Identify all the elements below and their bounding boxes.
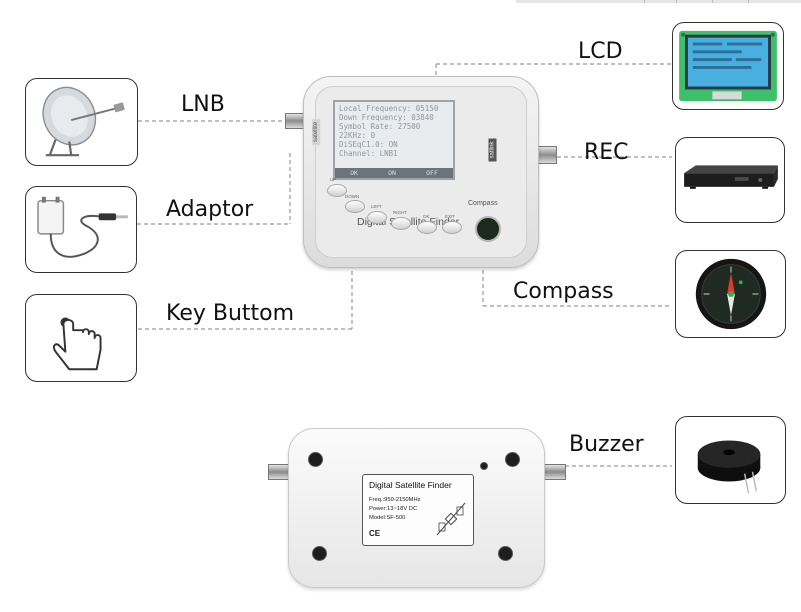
ce-mark: CE — [369, 529, 381, 538]
side-brand-label: satellite — [312, 118, 321, 146]
lcd-bar-item: ON — [388, 169, 396, 177]
exit-button[interactable] — [442, 221, 462, 234]
receiver-box-icon — [684, 165, 778, 189]
lcd-module-box — [672, 22, 784, 110]
rear-freq: Freq.:950-2150MHz — [369, 497, 421, 503]
rear-spec-label: Digital Satellite Finder Freq.:950-2150M… — [362, 474, 474, 546]
buzzer-box — [675, 416, 786, 504]
up-button[interactable] — [327, 184, 347, 197]
lcd-bar-item: OFF — [426, 169, 438, 177]
lnb-dish-box — [25, 78, 138, 166]
screw-bottom-left — [312, 546, 327, 561]
lcd-line: 22KHz: 0 — [339, 131, 376, 140]
top-edge-strip — [516, 0, 801, 3]
label-key-button: Key Buttom — [166, 301, 295, 326]
right-button[interactable] — [391, 217, 411, 230]
lcd-line: Channel: LNB1 — [339, 149, 398, 158]
rear-model: Model:SF-500 — [369, 515, 406, 521]
button-label-left: LEFT — [371, 204, 383, 209]
buzzer-hole — [480, 462, 488, 470]
screw-top-left — [308, 452, 323, 467]
key-button-box — [25, 294, 137, 382]
device-compass-label: Compass — [468, 200, 498, 207]
power-adaptor-icon — [37, 196, 128, 258]
receiver-box — [675, 137, 785, 223]
rear-power: Power:13~18V DC — [369, 506, 418, 512]
label-adaptor: Adaptor — [166, 197, 254, 222]
button-label-up: UP — [330, 177, 337, 182]
satellite-dish-icon — [42, 86, 125, 157]
screw-top-right — [505, 452, 520, 467]
compass-icon — [695, 258, 767, 330]
lcd-bar-item: OK — [350, 169, 358, 177]
compass-box — [675, 250, 786, 338]
label-rec: REC — [584, 140, 629, 165]
right-brand-label: satlink — [488, 138, 497, 162]
lcd-line: Local Frequency: 05150 — [339, 104, 439, 113]
lcd-line: Symbol Rate: 27500 — [339, 122, 421, 131]
lcd-screen: Local Frequency: 05150 Down Frequency: 0… — [333, 100, 455, 180]
satellite-finder-front: satellite satlink Local Frequency: 05150… — [285, 76, 557, 271]
screw-bottom-right — [498, 546, 513, 561]
button-label-down: DOWN — [345, 194, 360, 199]
lcd-module-icon — [679, 30, 777, 102]
lcd-status-bar: OK ON OFF — [335, 168, 453, 178]
lcd-line: Down Frequency: 03840 — [339, 113, 434, 122]
device-compass-icon — [475, 216, 501, 242]
label-lcd: LCD — [578, 39, 623, 64]
ok-button[interactable] — [417, 221, 437, 234]
rear-title: Digital Satellite Finder — [369, 480, 452, 490]
satellite-icon — [436, 502, 466, 536]
lcd-line: DiSEqC1.0: ON — [339, 140, 398, 149]
label-compass: Compass — [513, 279, 614, 304]
adaptor-box — [25, 186, 137, 273]
label-buzzer: Buzzer — [569, 432, 644, 457]
label-lnb: LNB — [181, 92, 225, 117]
button-label-exit: EXIT — [445, 214, 456, 219]
down-button[interactable] — [345, 200, 365, 213]
button-label-ok: OK — [423, 214, 430, 219]
hand-pointer-icon — [53, 317, 102, 371]
left-button[interactable] — [367, 211, 387, 224]
satellite-finder-rear: Digital Satellite Finder Freq.:950-2150M… — [268, 428, 568, 588]
button-label-right: RIGHT — [393, 210, 407, 215]
buzzer-icon — [697, 440, 761, 494]
